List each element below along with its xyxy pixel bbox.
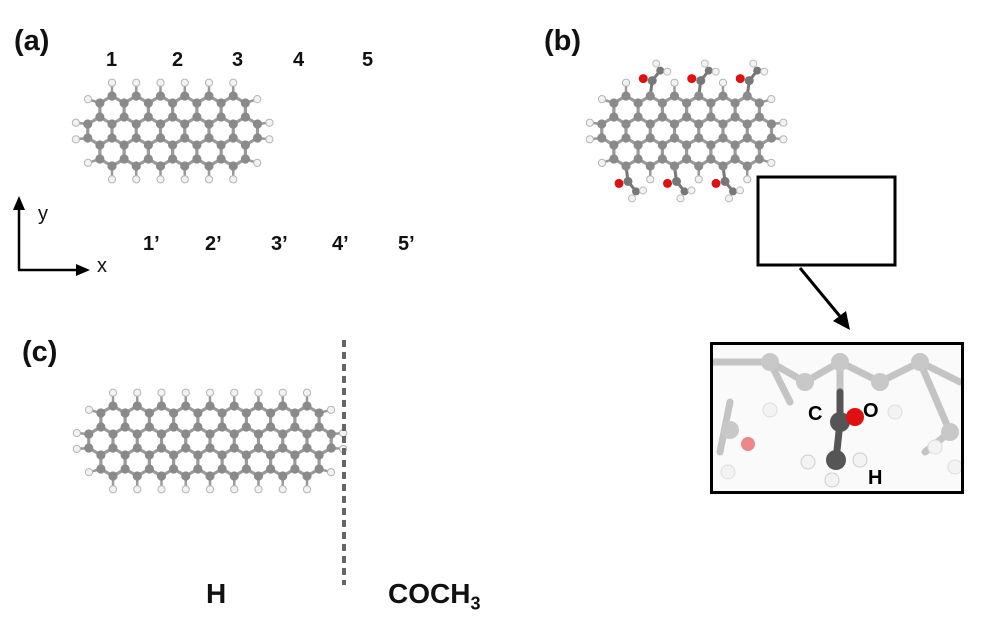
zoom-inset: C O H	[710, 342, 964, 494]
graphene-nanoribbon-coch3-terminated	[585, 59, 788, 203]
coch3-subscript: 3	[470, 593, 481, 614]
site-index-2: 2	[172, 49, 184, 71]
site-index-2-prime: 2’	[205, 233, 222, 255]
atom-label-c: C	[808, 403, 823, 425]
site-index-3: 3	[232, 49, 244, 71]
coch3-main: COCH	[388, 578, 471, 609]
graphene-nanoribbon-heterojunction	[72, 388, 348, 494]
panel-b-label: (b)	[544, 25, 582, 57]
site-index-3-prime: 3’	[271, 233, 288, 255]
panel-c-label: (c)	[22, 336, 58, 368]
panel-a-label: (a)	[14, 25, 50, 57]
site-index-1: 1	[106, 49, 118, 71]
atom-label-h: H	[868, 467, 883, 489]
graphene-nanoribbon-h-terminated	[71, 78, 274, 184]
axis-x-label: x	[97, 255, 107, 277]
zoom-region-box	[756, 175, 897, 267]
atom-label-o: O	[863, 400, 879, 422]
h-terminated-label: H	[206, 578, 227, 609]
site-index-5: 5	[362, 49, 374, 71]
site-index-4: 4	[293, 49, 305, 71]
zoom-molecule	[713, 353, 961, 488]
site-index-1-prime: 1’	[143, 233, 160, 255]
pointer-arrow-icon	[798, 267, 850, 330]
coch3-terminated-label: COCH3	[388, 580, 480, 613]
axis-icon	[13, 196, 90, 276]
axis-y-label: y	[38, 203, 48, 225]
site-index-5-prime: 5’	[398, 233, 415, 255]
site-index-4-prime: 4’	[332, 233, 349, 255]
